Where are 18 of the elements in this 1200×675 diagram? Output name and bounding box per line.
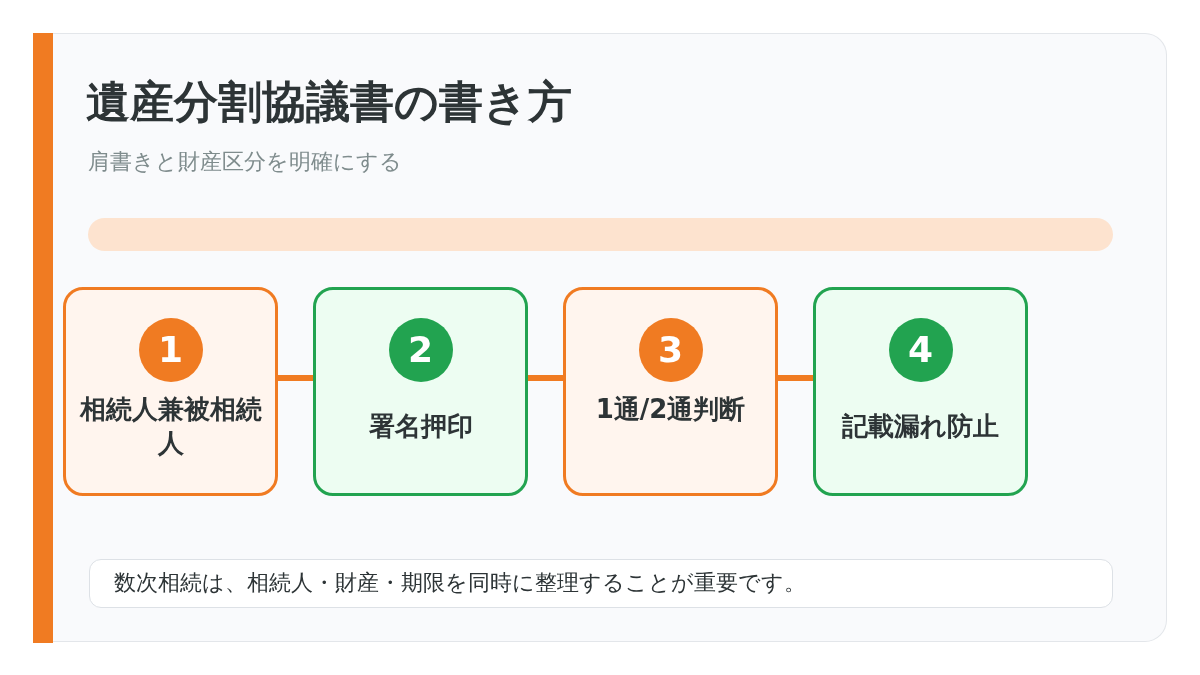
connector-line (528, 375, 563, 381)
step-label: 署名押印 (367, 410, 474, 443)
connector-line (778, 375, 813, 381)
step-box (63, 287, 278, 496)
step-box (563, 287, 778, 496)
step-label: 記載漏れ防止 (841, 410, 1000, 443)
number-badge: 4 (888, 318, 953, 382)
step-box (313, 287, 528, 496)
note-box: 数次相続は、相続人・財産・期限を同時に整理することが重要です。 (89, 559, 1113, 608)
title: 遺産分割協議書の書き方 (86, 75, 572, 129)
step-label: 1通/2通判断 (594, 393, 747, 426)
step-label: 相続人兼被相続人 (78, 393, 263, 460)
step-box (813, 287, 1028, 496)
number-badge: 2 (388, 318, 453, 382)
number-badge: 3 (638, 318, 703, 382)
connector-line (278, 375, 313, 381)
subtitle: 肩書きと財産区分を明確にする (88, 148, 402, 176)
number-badge: 1 (138, 318, 203, 382)
